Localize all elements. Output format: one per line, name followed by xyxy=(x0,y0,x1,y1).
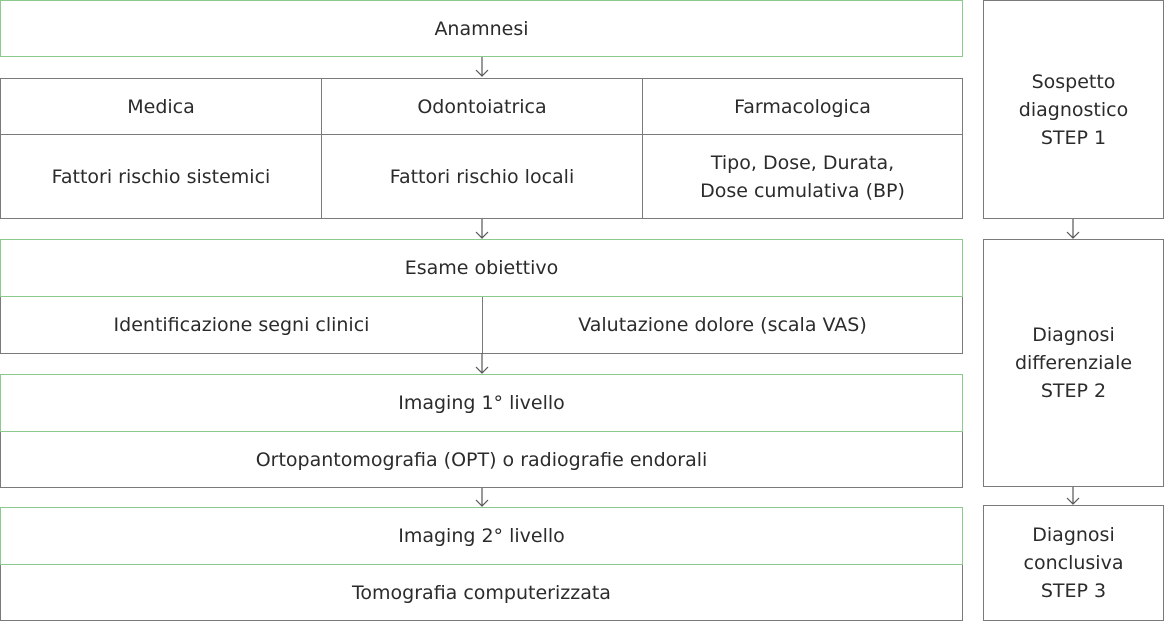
imaging1-title: Imaging 1° livello xyxy=(398,392,565,414)
anamnesi-odontoiatrica-detail: Fattori rischio locali xyxy=(389,165,575,188)
step3-line1: Diagnosi xyxy=(1032,524,1115,546)
step2-line3: STEP 2 xyxy=(1040,380,1107,402)
anamnesi-medica-header: Medica xyxy=(127,95,195,118)
imaging1-detail-cell: Ortopantomografia (OPT) o radiografie en… xyxy=(0,431,963,488)
step1-line2: diagnostico xyxy=(1018,98,1129,121)
esame-segni-clinici: Identificazione segni clinici xyxy=(113,314,370,336)
imaging2-detail: Tomografia computerizzata xyxy=(352,581,611,604)
arrow-step1-to-step2 xyxy=(1066,219,1080,239)
arrow-esame-to-imaging1 xyxy=(475,353,489,374)
arrow-imaging1-to-imaging2 xyxy=(475,488,489,507)
esame-valutazione-dolore-cell: Valutazione dolore (scala VAS) xyxy=(482,296,963,354)
imaging1-title-box: Imaging 1° livello xyxy=(0,374,963,432)
anamnesi-farmacologica-header: Farmacologica xyxy=(734,95,871,118)
anamnesi-odontoiatrica-detail-cell: Fattori rischio locali xyxy=(321,134,643,219)
anamnesi-medica-detail-cell: Fattori rischio sistemici xyxy=(0,134,322,219)
step2-line1: Diagnosi xyxy=(1032,324,1115,346)
arrow-anamnesi-to-columns xyxy=(475,57,489,77)
imaging2-title: Imaging 2° livello xyxy=(398,525,565,547)
esame-valutazione-dolore: Valutazione dolore (scala VAS) xyxy=(578,314,867,336)
arrow-step2-to-step3 xyxy=(1066,487,1080,505)
step3-box: Diagnosi conclusiva STEP 3 xyxy=(983,505,1164,621)
anamnesi-medica-header-cell: Medica xyxy=(0,78,322,135)
anamnesi-title: Anamnesi xyxy=(434,17,529,40)
imaging1-detail: Ortopantomografia (OPT) o radiografie en… xyxy=(255,448,708,471)
esame-title-box: Esame obiettivo xyxy=(0,239,963,297)
step3-line3: STEP 3 xyxy=(1040,580,1107,602)
step2-box: Diagnosi differenziale STEP 2 xyxy=(983,239,1164,487)
esame-segni-clinici-cell: Identificazione segni clinici xyxy=(0,296,483,354)
anamnesi-title-box: Anamnesi xyxy=(0,0,963,57)
imaging2-detail-cell: Tomografia computerizzata xyxy=(0,564,963,621)
anamnesi-farmacologica-detail-line2: Dose cumulativa (BP) xyxy=(700,179,905,202)
anamnesi-odontoiatrica-header-cell: Odontoiatrica xyxy=(321,78,643,135)
anamnesi-medica-detail: Fattori rischio sistemici xyxy=(51,165,271,188)
arrow-anamnesi-to-esame xyxy=(475,219,489,239)
step1-box: Sospetto diagnostico STEP 1 xyxy=(983,0,1164,219)
anamnesi-farmacologica-header-cell: Farmacologica xyxy=(642,78,963,135)
anamnesi-farmacologica-detail-line1: Tipo, Dose, Durata, xyxy=(710,151,895,174)
step1-line1: Sospetto xyxy=(1031,70,1116,93)
anamnesi-odontoiatrica-header: Odontoiatrica xyxy=(417,95,547,118)
anamnesi-farmacologica-detail-cell: Tipo, Dose, Durata, Dose cumulativa (BP) xyxy=(642,134,963,219)
imaging2-title-box: Imaging 2° livello xyxy=(0,507,963,565)
step2-line2: differenziale xyxy=(1014,352,1133,374)
step3-line2: conclusiva xyxy=(1023,552,1124,574)
esame-title: Esame obiettivo xyxy=(404,257,559,279)
step1-line3: STEP 1 xyxy=(1040,126,1107,149)
